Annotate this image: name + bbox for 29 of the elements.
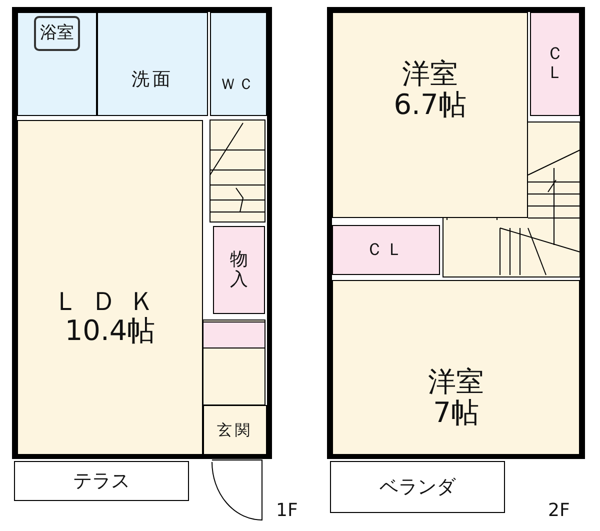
room-name: 洋室 [402, 59, 458, 90]
room-name: 浴室 [34, 16, 80, 51]
room-name: 洋室 [428, 366, 484, 398]
closet [332, 225, 440, 275]
room-size: 7帖 [433, 398, 479, 428]
bathroom [17, 12, 97, 116]
room-name: 洗面 [132, 70, 174, 90]
western-bedroom [332, 12, 528, 218]
storage-closet [213, 226, 265, 314]
room-size: 6.7帖 [394, 90, 466, 121]
room-name: ＣＬ [366, 240, 406, 260]
terrace [14, 461, 189, 501]
balcony [330, 461, 505, 513]
room-name: 玄関 [217, 422, 253, 438]
floor-label: 2F [548, 500, 570, 521]
closet [530, 12, 580, 116]
room-name: ＣＬ [546, 45, 564, 83]
room-name: ＷＣ [220, 76, 256, 92]
toilet-room [210, 12, 267, 116]
room-name: テラス [73, 470, 130, 492]
entrance [203, 405, 267, 455]
washroom [97, 12, 208, 116]
living-dining-kitchen [17, 120, 203, 455]
room-name: ベランダ [380, 476, 456, 498]
room-size: 10.4帖 [64, 316, 156, 348]
floor-label: 1F [276, 500, 298, 521]
western-bedroom [332, 280, 580, 455]
room-name: ＬＤＫ [53, 288, 167, 316]
room-name: 物入 [229, 250, 249, 290]
